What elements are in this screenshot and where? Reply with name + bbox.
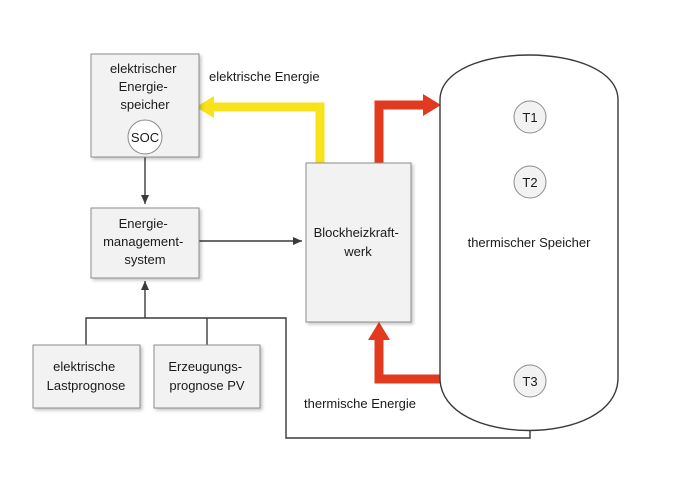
thermal-energy-label: thermische Energie bbox=[304, 396, 416, 411]
thermal-storage-tank: thermischer Speicher T1 T2 T3 bbox=[439, 54, 619, 432]
electric-energy-flow bbox=[196, 96, 325, 163]
energy-management-system-box: Energie- management- system bbox=[90, 207, 200, 279]
sensor-t1 bbox=[513, 100, 547, 134]
pv-forecast-label: Erzeugungs- prognose PV bbox=[168, 359, 245, 393]
pv-forecast-box: Erzeugungs- prognose PV bbox=[153, 344, 261, 409]
forecast-collector-line bbox=[85, 317, 531, 439]
thermal-energy-flow-return bbox=[368, 322, 440, 384]
sensor-t2-label: T2 bbox=[522, 175, 537, 190]
connector-lines bbox=[85, 156, 531, 439]
soc-label: SOC bbox=[131, 130, 159, 145]
sensor-t1-label: T1 bbox=[522, 110, 537, 125]
electric-storage-box: elektrischer Energie- speicher SOC bbox=[90, 53, 200, 158]
electric-energy-label: elektrische Energie bbox=[209, 69, 320, 84]
storage-label: elektrischer Energie- speicher bbox=[110, 61, 180, 112]
load-forecast-box: elektrische Lastprognose bbox=[32, 344, 141, 409]
bhkw-box: Blockheizkraft- werk bbox=[305, 162, 412, 323]
bhkw-label: Blockheizkraft- werk bbox=[314, 225, 403, 259]
sensor-t3-label: T3 bbox=[522, 374, 537, 389]
thermal-storage-label: thermischer Speicher bbox=[468, 235, 591, 250]
load-forecast-label: elektrische Lastprognose bbox=[47, 359, 126, 393]
sensor-t2 bbox=[513, 165, 547, 199]
ems-label: Energie- management- system bbox=[103, 216, 187, 267]
thermal-energy-flow-out bbox=[374, 94, 441, 163]
soc-indicator bbox=[127, 119, 163, 155]
sensor-t3 bbox=[513, 364, 547, 398]
